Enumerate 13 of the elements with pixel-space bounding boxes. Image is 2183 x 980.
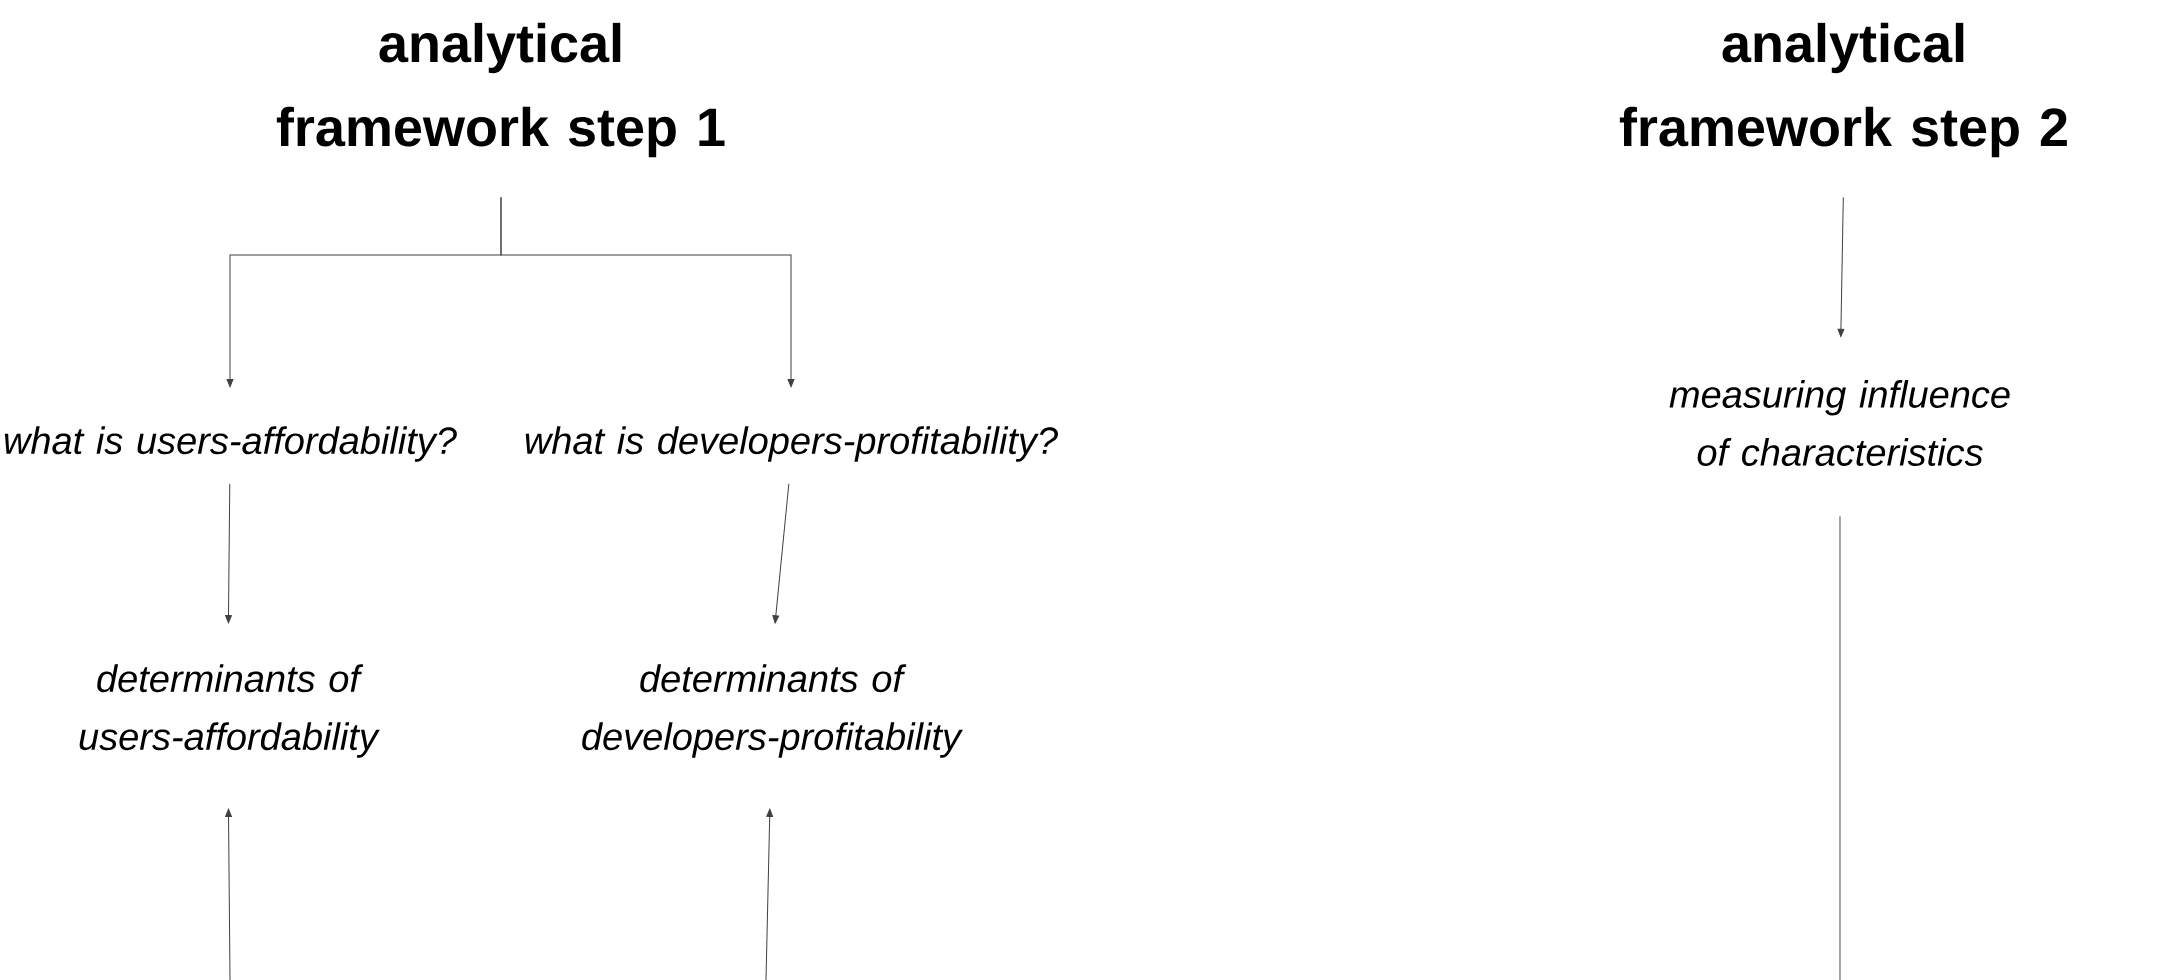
arrow bbox=[500, 196, 795, 388]
heading: analytical framework step 1 bbox=[276, 22, 725, 158]
arrow bbox=[772, 483, 790, 624]
arrow bbox=[225, 483, 232, 624]
step-text: what is developers-profitability? bbox=[525, 426, 1058, 462]
step-text: determinants of users-affordability bbox=[79, 664, 380, 758]
heading: analytical framework step 2 bbox=[1619, 22, 2067, 158]
step-text: determinants of developers-profitability bbox=[582, 664, 963, 758]
arrow bbox=[225, 808, 232, 980]
step-text: measuring influence of characteristics bbox=[1669, 380, 2010, 466]
arrow bbox=[1837, 196, 1845, 337]
step-text: what is users-affordability? bbox=[4, 426, 457, 462]
arrow bbox=[765, 808, 774, 980]
